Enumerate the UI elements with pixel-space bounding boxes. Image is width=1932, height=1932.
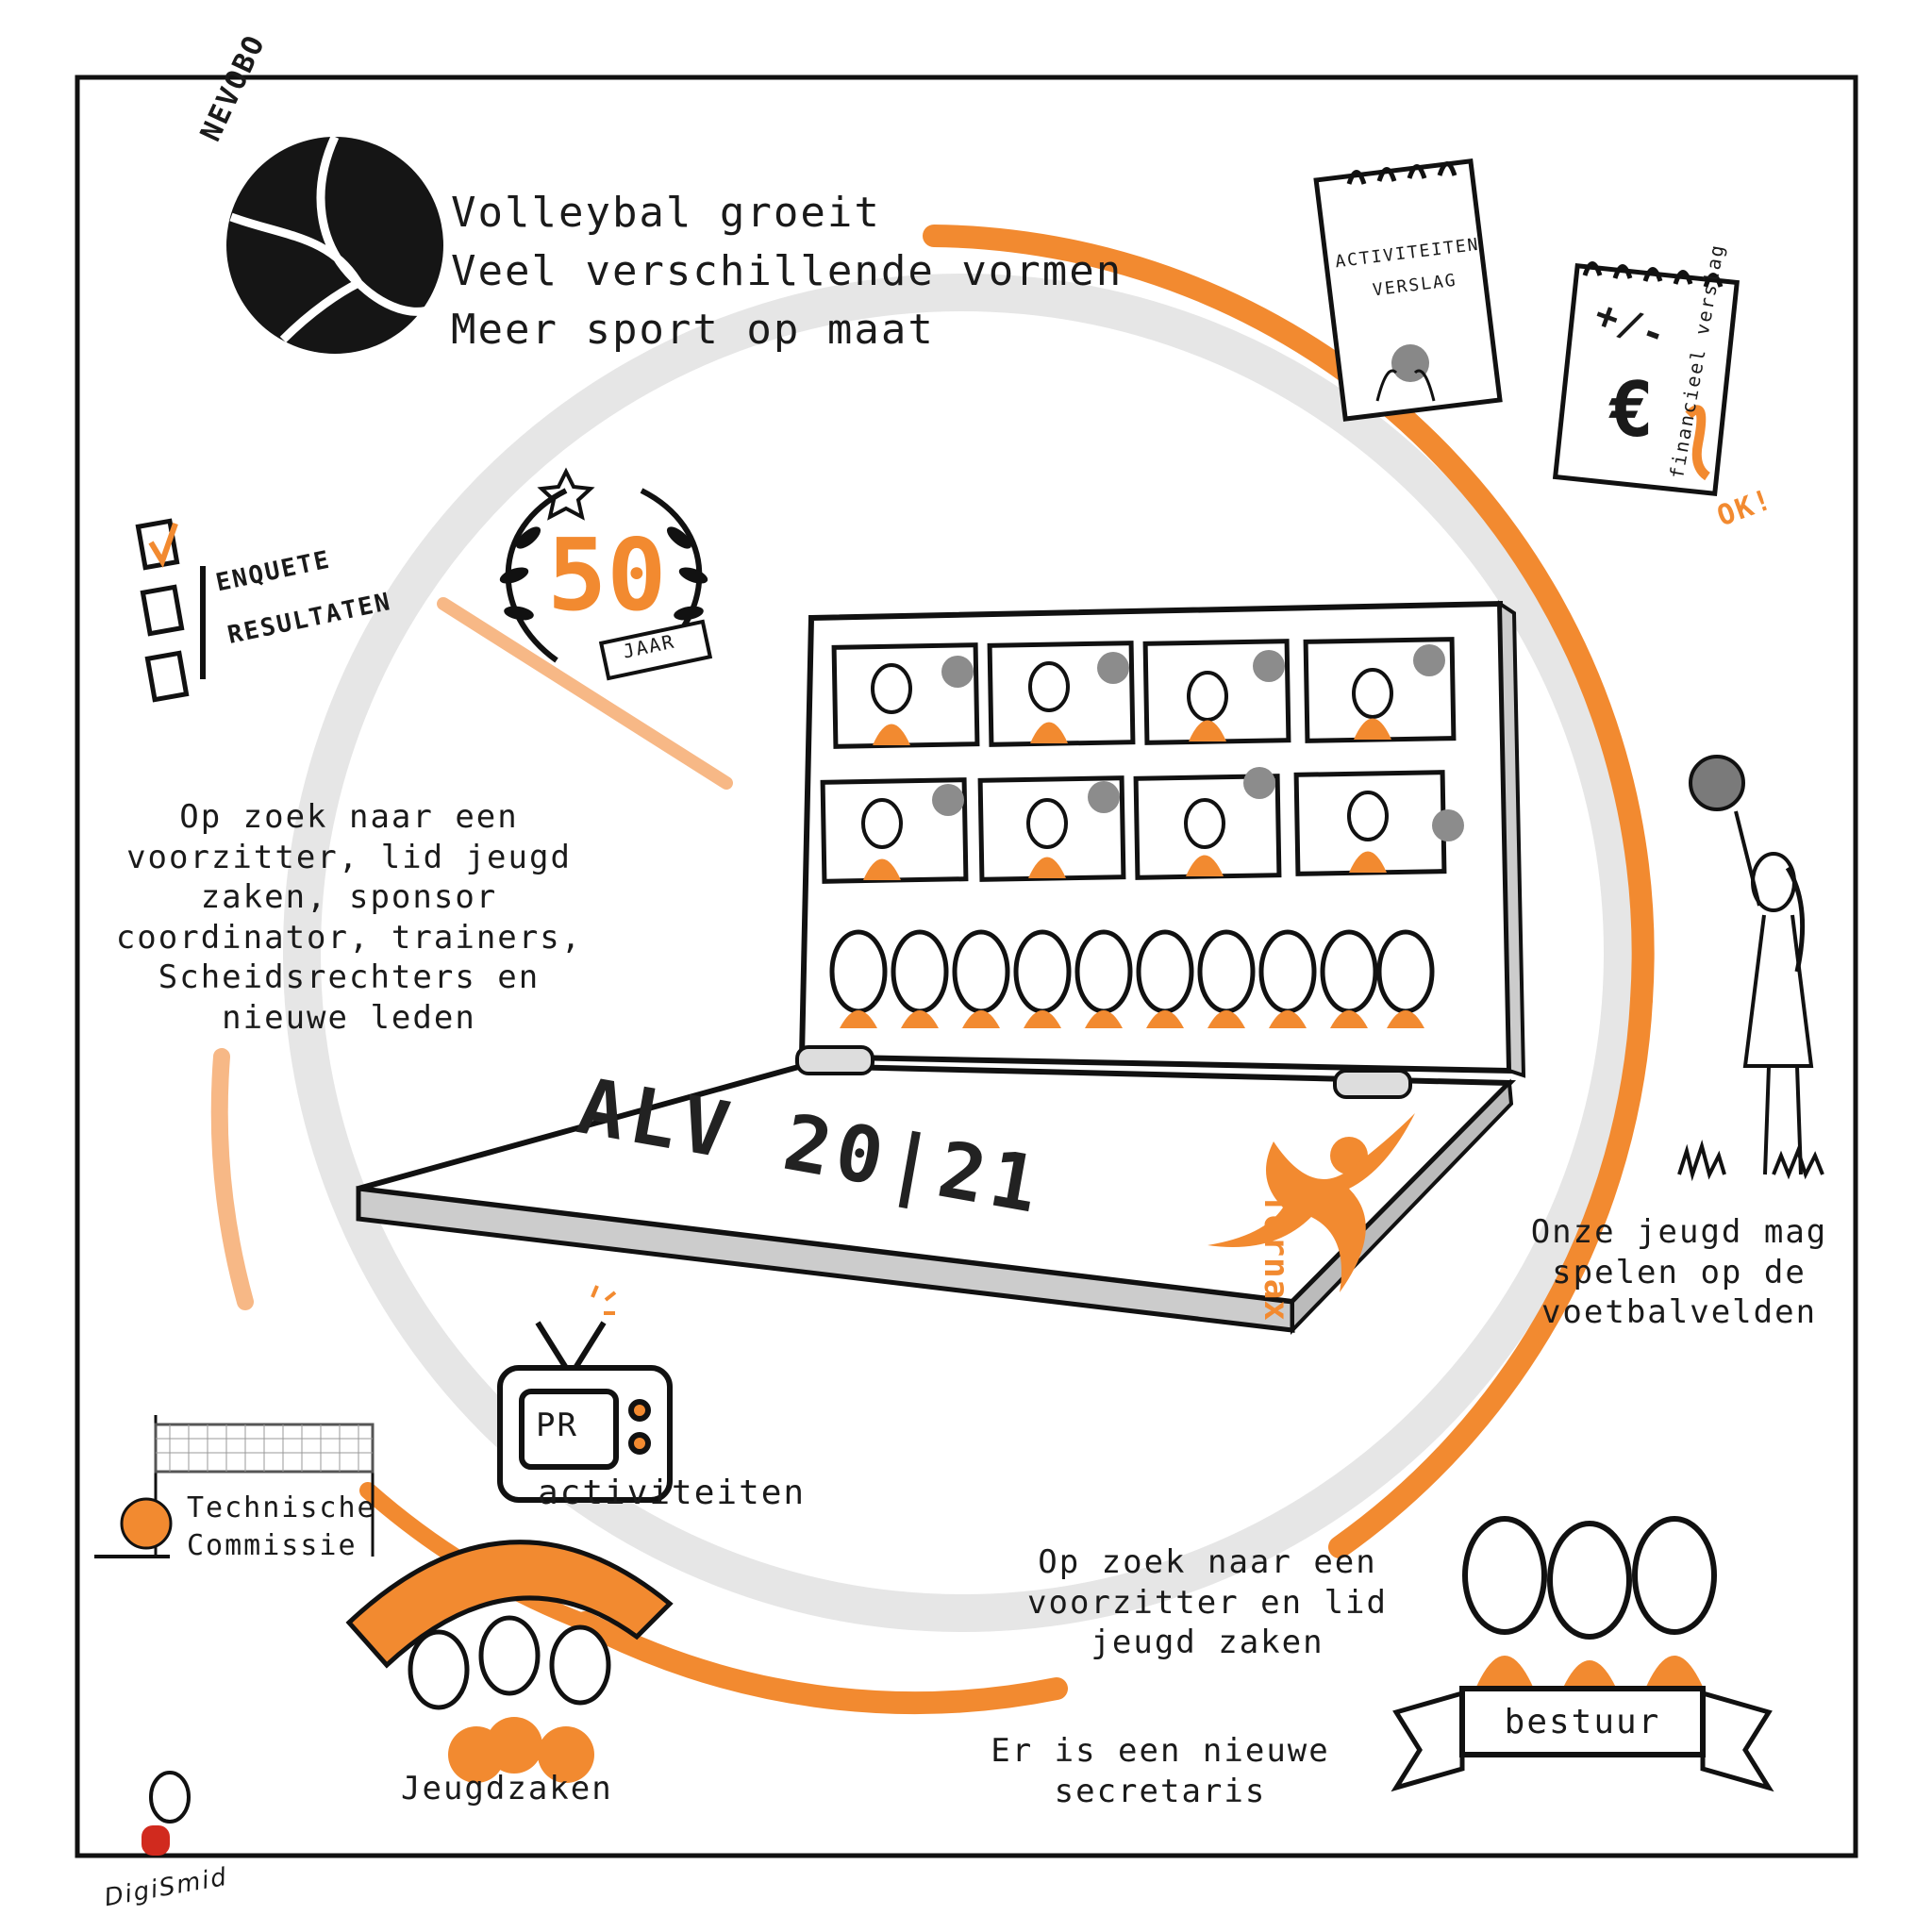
- board-vacancy-line: Op zoek naar een: [1038, 1543, 1377, 1581]
- vacancies-left-line: Scheidsrechters en: [158, 958, 541, 996]
- vacancies-left-line: zaken, sponsor: [200, 878, 498, 916]
- technical-committee-line-2: Commissie: [187, 1529, 358, 1562]
- audience-row: [829, 929, 1435, 1028]
- new-secretary-line: secretaris: [1054, 1772, 1267, 1810]
- youth-fields-line: Onze jeugd mag: [1530, 1213, 1828, 1251]
- gray-ring: [283, 274, 1641, 1632]
- volleyball-net-icon: [94, 1415, 375, 1558]
- tv-pr-label: PR: [536, 1407, 578, 1444]
- headline-line-2: Veel verschillende vormen: [451, 247, 1124, 295]
- vacancies-left-text: Op zoek naar een voorzitter, lid jeugd z…: [94, 797, 604, 1038]
- board-vacancy-line: jeugd zaken: [1091, 1624, 1324, 1661]
- artist-figure-icon: [142, 1771, 191, 1856]
- board-members-icon: [1391, 1516, 1774, 1792]
- technical-committee-line-1: Technische: [187, 1491, 376, 1524]
- board-vacancy-line: voorzitter en lid: [1027, 1583, 1388, 1622]
- vacancies-left-line: voorzitter, lid jeugd: [126, 838, 572, 876]
- activity-report-notepad: [1313, 158, 1503, 422]
- pr-activities-caption: activiteiten: [538, 1474, 807, 1512]
- frame-border: [75, 75, 1858, 1858]
- youth-fields-line: voetbalvelden: [1541, 1293, 1818, 1331]
- anniversary-number: 50: [547, 518, 667, 633]
- youth-fields-line: spelen op de: [1552, 1253, 1807, 1291]
- vacancies-left-line: nieuwe leden: [222, 998, 476, 1037]
- board-vacancy-text: Op zoek naar een voorzitter en lid jeugd…: [1009, 1542, 1406, 1663]
- youth-fields-text: Onze jeugd mag spelen op de voetbalvelde…: [1472, 1212, 1887, 1333]
- new-secretary-line: Er is een nieuwe: [991, 1732, 1330, 1770]
- tornax-wordmark: Tornax: [1257, 1193, 1295, 1323]
- headline-line-3: Meer sport op maat: [451, 306, 935, 354]
- video-participants: [861, 644, 1464, 880]
- board-banner-label: bestuur: [1504, 1703, 1661, 1741]
- pr-tv-icon: [497, 1285, 673, 1503]
- youth-affairs-group-icon: [345, 1540, 674, 1783]
- youth-affairs-caption: Jeugdzaken: [401, 1770, 613, 1807]
- new-secretary-text: Er is een nieuwe secretaris: [972, 1731, 1349, 1811]
- anniversary-laurel-icon: [499, 467, 713, 681]
- financial-report-notepad: [1552, 261, 1740, 497]
- vacancies-left-line: coordinator, trainers,: [115, 918, 583, 957]
- player-with-ball-figure: [1677, 755, 1824, 1182]
- nevobo-volleyball-icon: [226, 135, 445, 354]
- tornax-logo-icon: [1208, 1113, 1415, 1292]
- headline-line-1: Volleybal groeit: [451, 189, 881, 237]
- euro-icon: €: [1608, 366, 1657, 454]
- survey-checklist: [135, 518, 206, 703]
- vacancies-left-line: Op zoek naar een: [179, 798, 519, 836]
